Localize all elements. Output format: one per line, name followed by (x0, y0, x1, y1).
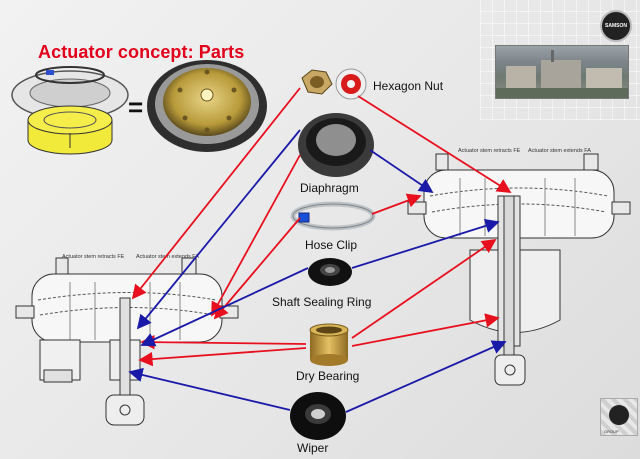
label-dry-bearing: Dry Bearing (296, 369, 360, 383)
left-fe-label: Actuator stem retracts FE (62, 254, 125, 260)
label-diaphragm: Diaphragm (300, 181, 359, 195)
factory-photo (495, 45, 629, 99)
group-text: GROUP (604, 429, 619, 434)
blue-arrows (128, 129, 507, 413)
arrow-bearing-right-b (351, 313, 500, 347)
arrow-diaphragm-right (369, 149, 434, 194)
shaft-sealing-ring-image (308, 258, 352, 286)
right-fe-label: Actuator stem retracts FE (458, 148, 521, 154)
arrow-bearing-left-b (138, 347, 307, 367)
arrow-bearing-right-a (351, 238, 497, 339)
hose-clip-image (290, 201, 376, 231)
logo-text: SAMSON (605, 23, 627, 29)
left-actuator-drawing (15, 257, 239, 426)
arrow-wiper-left (128, 367, 291, 411)
arrow-nut-left (131, 87, 301, 300)
group-badge: GROUP (600, 398, 638, 436)
left-fa-label: Actuator stem extends FA (136, 254, 199, 260)
right-actuator-drawing (407, 153, 631, 386)
label-shaft-sealing-ring: Shaft Sealing Ring (272, 295, 372, 309)
arrow-seal-left (140, 267, 309, 347)
page-title: Actuator concept: Parts (38, 42, 245, 62)
arrow-hoseclip-left (213, 217, 301, 320)
factory-photo-art (496, 50, 628, 98)
dry-bearing-image (309, 323, 349, 366)
exploded-actuator-icon (11, 66, 129, 155)
label-hexagon-nut: Hexagon Nut (373, 79, 444, 93)
label-hose-clip: Hose Clip (305, 238, 358, 252)
arrow-diaphragm-left-blue (136, 129, 301, 330)
group-logo-icon (609, 405, 629, 425)
arrow-bearing-left-a (140, 334, 307, 350)
arrow-wiper-right (345, 340, 507, 413)
diaphragm-image (298, 113, 374, 177)
arrow-diaphragm-left (211, 154, 301, 317)
wiper-image (290, 392, 346, 440)
hexagon-nut-image (301, 68, 367, 100)
arrow-nut-right (357, 95, 512, 193)
assembled-actuator-image (147, 60, 267, 152)
right-fa-label: Actuator stem extends FA (528, 148, 591, 154)
label-wiper: Wiper (297, 441, 329, 455)
equals-sign: = (128, 92, 143, 122)
arrow-hoseclip-right (371, 193, 422, 215)
red-arrows (131, 87, 512, 367)
samson-logo: SAMSON (600, 10, 632, 42)
arrow-seal-right (351, 218, 500, 269)
